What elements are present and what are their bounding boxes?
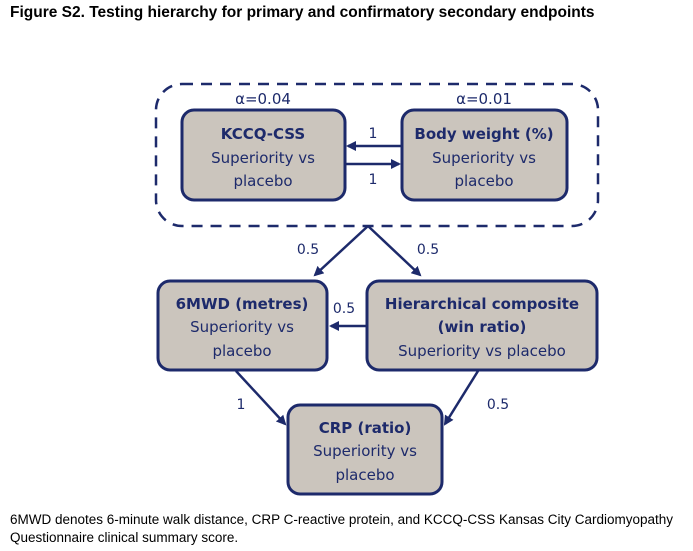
arrow-top-to-6mwd (313, 225, 369, 277)
arrow-6mwd-to-crp (235, 370, 287, 426)
node-body-weight: Body weight (%) Superiority vs placebo (400, 108, 569, 202)
svg-text:Hierarchical composite: Hierarchical composite (385, 295, 579, 313)
weight-kccq-to-bw: 1 (369, 172, 378, 188)
node-hierarchical-composite: Hierarchical composite (win ratio) Super… (365, 279, 599, 372)
svg-text:placebo: placebo (335, 466, 394, 484)
weight-6mwd-to-crp: 1 (237, 397, 246, 413)
footnote: 6MWD denotes 6-minute walk distance, CRP… (10, 512, 674, 545)
svg-text:6MWD (metres): 6MWD (metres) (176, 295, 309, 313)
svg-text:Superiority vs placebo: Superiority vs placebo (398, 342, 566, 360)
node-crp: CRP (ratio) Superiority vs placebo (286, 403, 444, 496)
node-kccq-css: KCCQ-CSS Superiority vs placebo (180, 108, 347, 202)
weight-top-to-composite: 0.5 (417, 242, 439, 258)
arrow-top-to-composite (367, 225, 422, 277)
svg-text:placebo: placebo (454, 172, 513, 190)
kccq-alpha: α=0.04 (235, 90, 291, 108)
svg-text:Body weight (%): Body weight (%) (414, 125, 553, 143)
svg-text:placebo: placebo (233, 172, 292, 190)
node-6mwd: 6MWD (metres) Superiority vs placebo (156, 279, 329, 372)
figure-title: Figure S2. Testing hierarchy for primary… (10, 4, 595, 21)
svg-text:Superiority vs: Superiority vs (313, 442, 417, 460)
svg-text:Superiority vs: Superiority vs (432, 149, 536, 167)
weight-top-to-6mwd: 0.5 (297, 242, 319, 258)
primary-endpoints-group (154, 82, 600, 228)
svg-text:Superiority vs: Superiority vs (211, 149, 315, 167)
arrow-composite-to-crp (443, 370, 480, 426)
weight-composite-to-6mwd: 0.5 (333, 301, 355, 317)
svg-text:Superiority vs: Superiority vs (190, 318, 294, 336)
svg-text:CRP (ratio): CRP (ratio) (319, 419, 412, 437)
svg-text:KCCQ-CSS: KCCQ-CSS (221, 125, 305, 143)
svg-text:placebo: placebo (212, 342, 271, 360)
bw-alpha: α=0.01 (456, 90, 512, 108)
svg-text:(win ratio): (win ratio) (438, 318, 527, 336)
weight-composite-to-crp: 0.5 (487, 397, 509, 413)
weight-bw-to-kccq: 1 (369, 126, 378, 142)
